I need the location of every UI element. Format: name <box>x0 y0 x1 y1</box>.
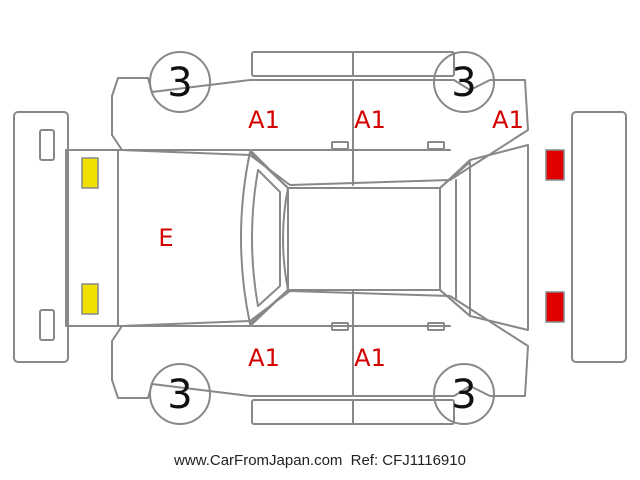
bottom-rear-door-handle <box>427 322 445 331</box>
damage-top-rear-quarter: A1 <box>492 106 524 134</box>
taillight-top <box>545 149 565 181</box>
tire-rear-right-grade: 3 <box>451 372 476 418</box>
windshield <box>240 151 289 325</box>
footer-ref: Ref: CFJ1116910 <box>350 452 466 469</box>
front-bumper-slot-bottom <box>39 309 55 341</box>
damage-bottom-rear-door: A1 <box>354 344 386 372</box>
damage-bottom-front-door: A1 <box>248 344 280 372</box>
tire-front-left-grade: 3 <box>167 60 192 106</box>
footer-caption: www.CarFromJapan.com Ref: CFJ1116910 <box>0 452 640 469</box>
bottom-front-door-handle <box>331 322 349 331</box>
top-body-profile <box>111 77 529 186</box>
tire-front-left <box>149 51 211 113</box>
tire-front-right <box>149 363 211 425</box>
top-front-door-handle <box>331 141 349 150</box>
tire-rear-right <box>433 363 495 425</box>
taillight-bottom <box>545 291 565 323</box>
damage-hood: E <box>158 224 173 252</box>
tire-rear-left-grade: 3 <box>451 60 476 106</box>
headlight-bottom <box>81 283 99 315</box>
rear-window <box>439 161 471 317</box>
front-bumper-outline <box>13 111 69 363</box>
tire-rear-left <box>433 51 495 113</box>
damage-top-rear-door: A1 <box>354 106 386 134</box>
bottom-body-profile <box>111 290 529 399</box>
tire-front-right-grade: 3 <box>167 372 192 418</box>
roof <box>282 187 441 291</box>
headlight-top <box>81 157 99 189</box>
top-rear-door-handle <box>427 141 445 150</box>
rear-bumper-outline <box>571 111 627 363</box>
windshield-inner <box>251 169 281 307</box>
footer-site: www.CarFromJapan.com <box>174 452 343 469</box>
front-bumper-slot-top <box>39 129 55 161</box>
damage-top-front-door: A1 <box>248 106 280 134</box>
